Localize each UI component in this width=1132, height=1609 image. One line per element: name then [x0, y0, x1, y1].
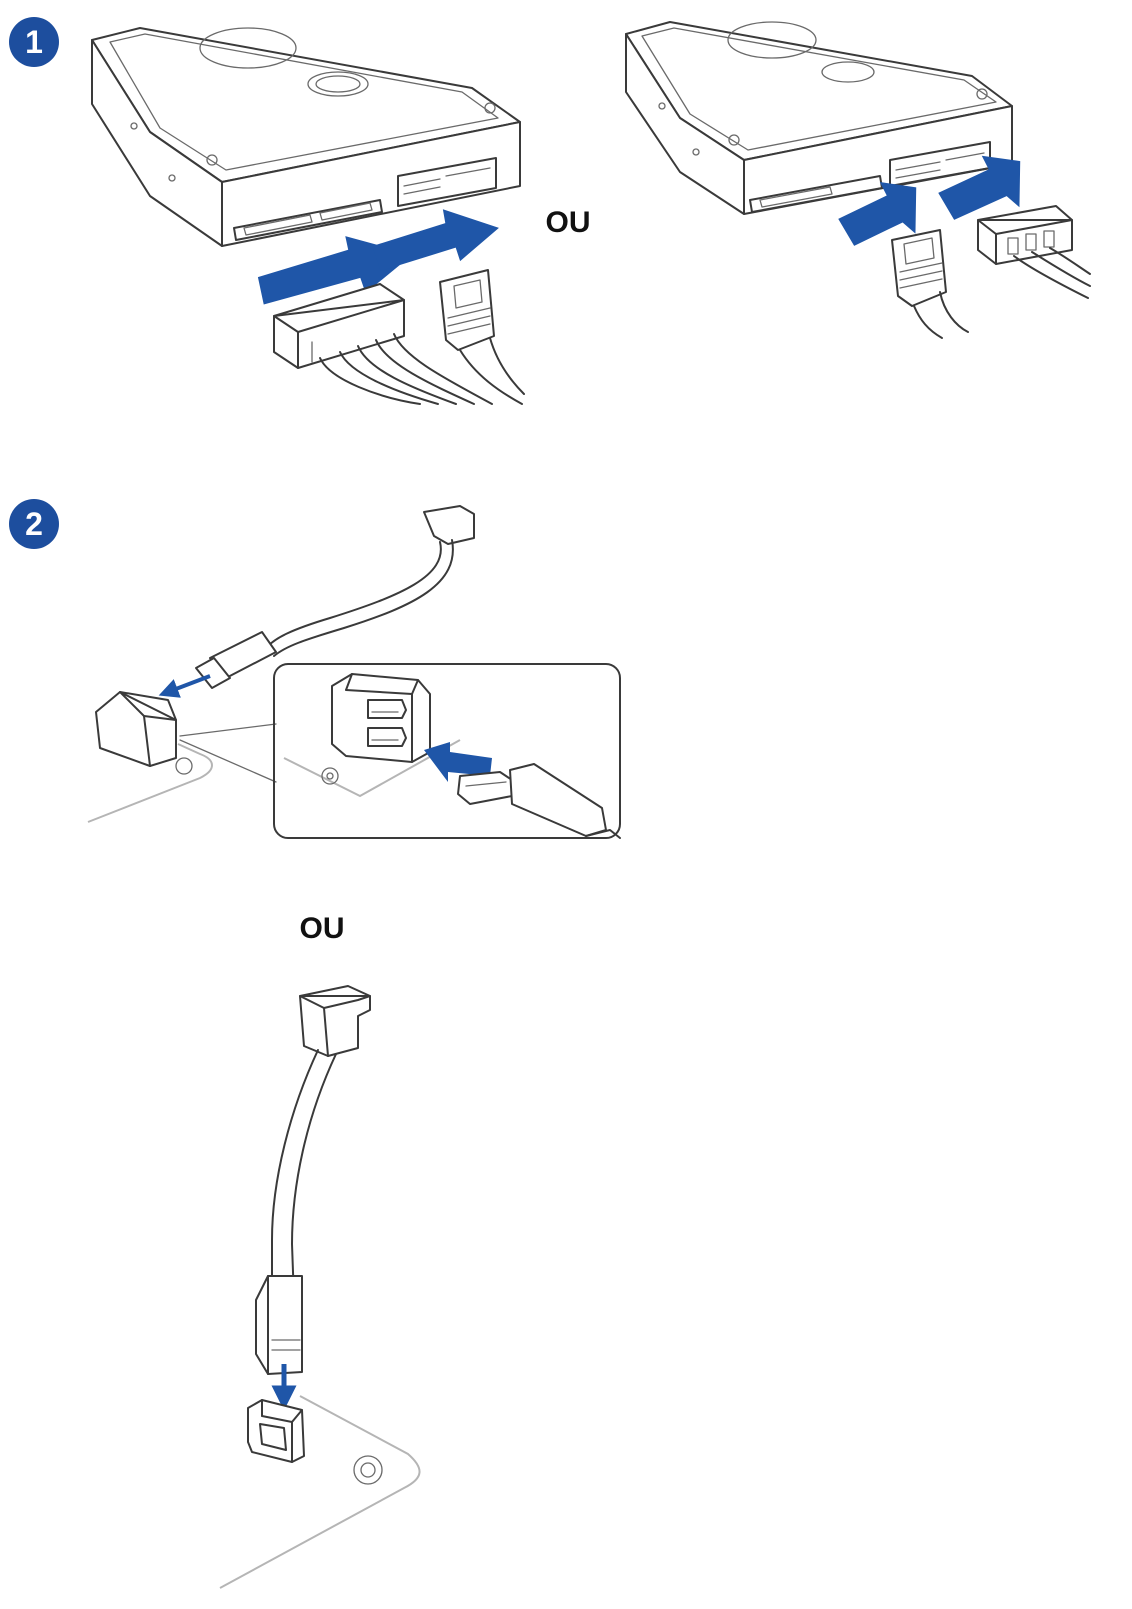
or-label-step2: OU — [300, 912, 345, 945]
zoom-inset — [273, 663, 621, 839]
step-2-badge: 2 — [9, 499, 59, 549]
motherboard-corner — [219, 1395, 421, 1589]
insert-arrow-power-left — [257, 236, 413, 305]
sata-power-connector-left — [273, 283, 493, 405]
insert-arrow-small — [158, 674, 211, 698]
sata-data-connector-left — [439, 269, 525, 405]
sata-data-connector-right — [891, 229, 969, 339]
hard-drive-right — [625, 21, 1013, 215]
sata-port-vertical — [247, 1399, 305, 1463]
insert-arrow-zoom — [424, 742, 492, 782]
sata-data-cable-vertical — [255, 985, 371, 1375]
step-1-number: 1 — [25, 24, 43, 60]
insert-arrow-data-right — [838, 181, 917, 246]
step-1-badge: 1 — [9, 17, 59, 67]
sata-data-cable — [195, 505, 475, 689]
insert-arrow-data-left — [372, 209, 499, 272]
or-label-step1: OU — [546, 206, 591, 239]
motherboard-port-mini — [87, 691, 277, 823]
molex-connector-right — [977, 205, 1091, 299]
hard-drive-left — [91, 27, 521, 247]
step-2-number: 2 — [25, 506, 43, 542]
insert-arrow-power-right — [938, 155, 1021, 220]
